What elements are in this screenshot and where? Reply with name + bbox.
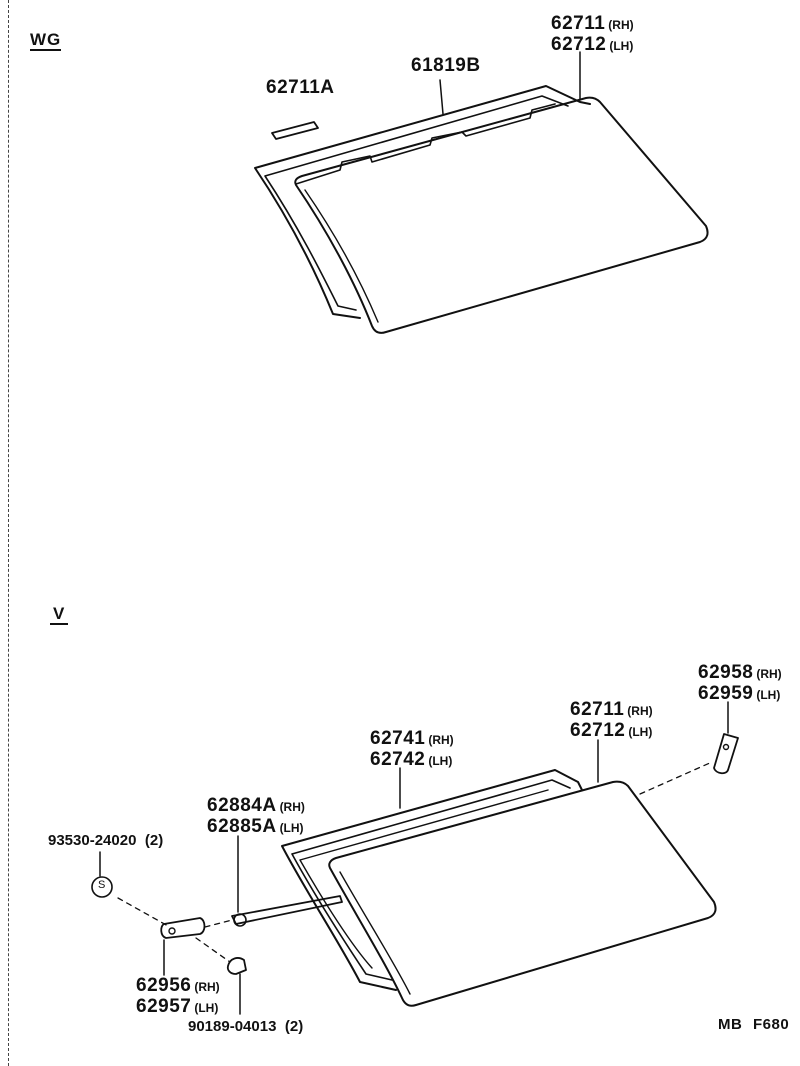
part-number: 62956 — [136, 975, 192, 996]
side-label: (LH) — [279, 821, 304, 835]
part-number: 62742 — [370, 749, 426, 770]
v-screw-symbol-circle — [91, 876, 113, 898]
part-number: 62711 — [570, 699, 625, 720]
part-number: 62959 — [698, 683, 754, 704]
part-number: 62957 — [136, 996, 192, 1017]
v-dash-pivot-clip — [195, 937, 231, 963]
v-callout-frame: 62741(RH) 62742(LH) — [370, 729, 454, 771]
side-label: (LH) — [756, 688, 781, 702]
wg-glass-panel — [294, 96, 709, 334]
part-number: 62711A — [266, 77, 335, 98]
v-callout-hinge: 62884A(RH) 62885A(LH) — [207, 796, 305, 838]
part-number: 62712 — [551, 34, 607, 55]
wg-callout-glass: 62711(RH) 62712(LH) — [551, 14, 634, 56]
v-dash-glass-latch — [639, 761, 713, 795]
side-label: (LH) — [609, 39, 634, 53]
part-number: 62712 — [570, 720, 626, 741]
v-hinge-eye — [233, 913, 247, 927]
part-number: 61819B — [411, 55, 481, 76]
wg-callout-seal: 62711A — [266, 78, 335, 98]
v-frame-inner-2 — [299, 789, 549, 969]
wg-leader-weatherstrip — [439, 79, 444, 115]
wg-seal-piece — [271, 121, 319, 140]
part-number: 62958 — [698, 662, 754, 683]
v-callout-glass: 62711(RH) 62712(LH) — [570, 700, 653, 742]
quantity-label: (2) — [284, 1018, 304, 1035]
side-label: (RH) — [627, 704, 653, 718]
v-glass-edge — [339, 871, 411, 995]
v-latch-body — [713, 733, 739, 775]
v-glass-panel — [328, 780, 717, 1007]
quantity-label: (2) — [144, 832, 164, 849]
v-frame-inner — [291, 779, 571, 981]
wg-weatherstrip-notches — [295, 103, 556, 185]
section-label-wg: WG — [30, 30, 62, 51]
side-label: (LH) — [628, 725, 653, 739]
part-number: 62711 — [551, 13, 606, 34]
diagram-reference-code: MB F680 — [718, 1016, 790, 1033]
side-label: (RH) — [608, 18, 634, 32]
part-number: 62741 — [370, 728, 426, 749]
page-edge-perforation — [0, 0, 9, 1066]
side-label: (LH) — [428, 754, 453, 768]
wg-callout-weatherstrip: 61819B — [411, 56, 481, 76]
v-callout-latch: 62958(RH) 62959(LH) — [698, 663, 782, 705]
part-number: 90189-04013 — [188, 1018, 277, 1035]
part-number: 93530-24020 — [48, 832, 137, 849]
v-section-drawing — [91, 701, 739, 1015]
v-callout-screw: 93530-24020 (2) — [48, 831, 163, 850]
wg-weatherstrip-outer — [254, 85, 591, 319]
v-dash-pivot-hinge — [204, 919, 233, 928]
section-label-v: V — [50, 605, 69, 625]
part-number: 62884A — [207, 795, 277, 816]
wg-glass-edge — [304, 189, 379, 323]
v-dash-screw-pivot — [117, 897, 169, 927]
wg-weatherstrip-inner — [264, 95, 569, 311]
side-label: (LH) — [194, 1001, 219, 1015]
v-clip — [226, 957, 247, 975]
v-callout-pivot: 62956(RH) 62957(LH) — [136, 976, 220, 1018]
wg-section-drawing — [254, 51, 709, 334]
side-label: (RH) — [194, 980, 220, 994]
side-label: (RH) — [756, 667, 782, 681]
side-label: (RH) — [279, 800, 305, 814]
v-callout-clip: 90189-04013 (2) — [188, 1017, 303, 1036]
v-latch-hole — [722, 743, 730, 751]
v-pivot-body — [160, 917, 206, 939]
screw-symbol-letter: S — [98, 879, 106, 891]
v-pivot-hole — [168, 927, 176, 935]
v-frame-outer — [281, 769, 583, 991]
side-label: (RH) — [428, 733, 454, 747]
part-number: 62885A — [207, 816, 277, 837]
